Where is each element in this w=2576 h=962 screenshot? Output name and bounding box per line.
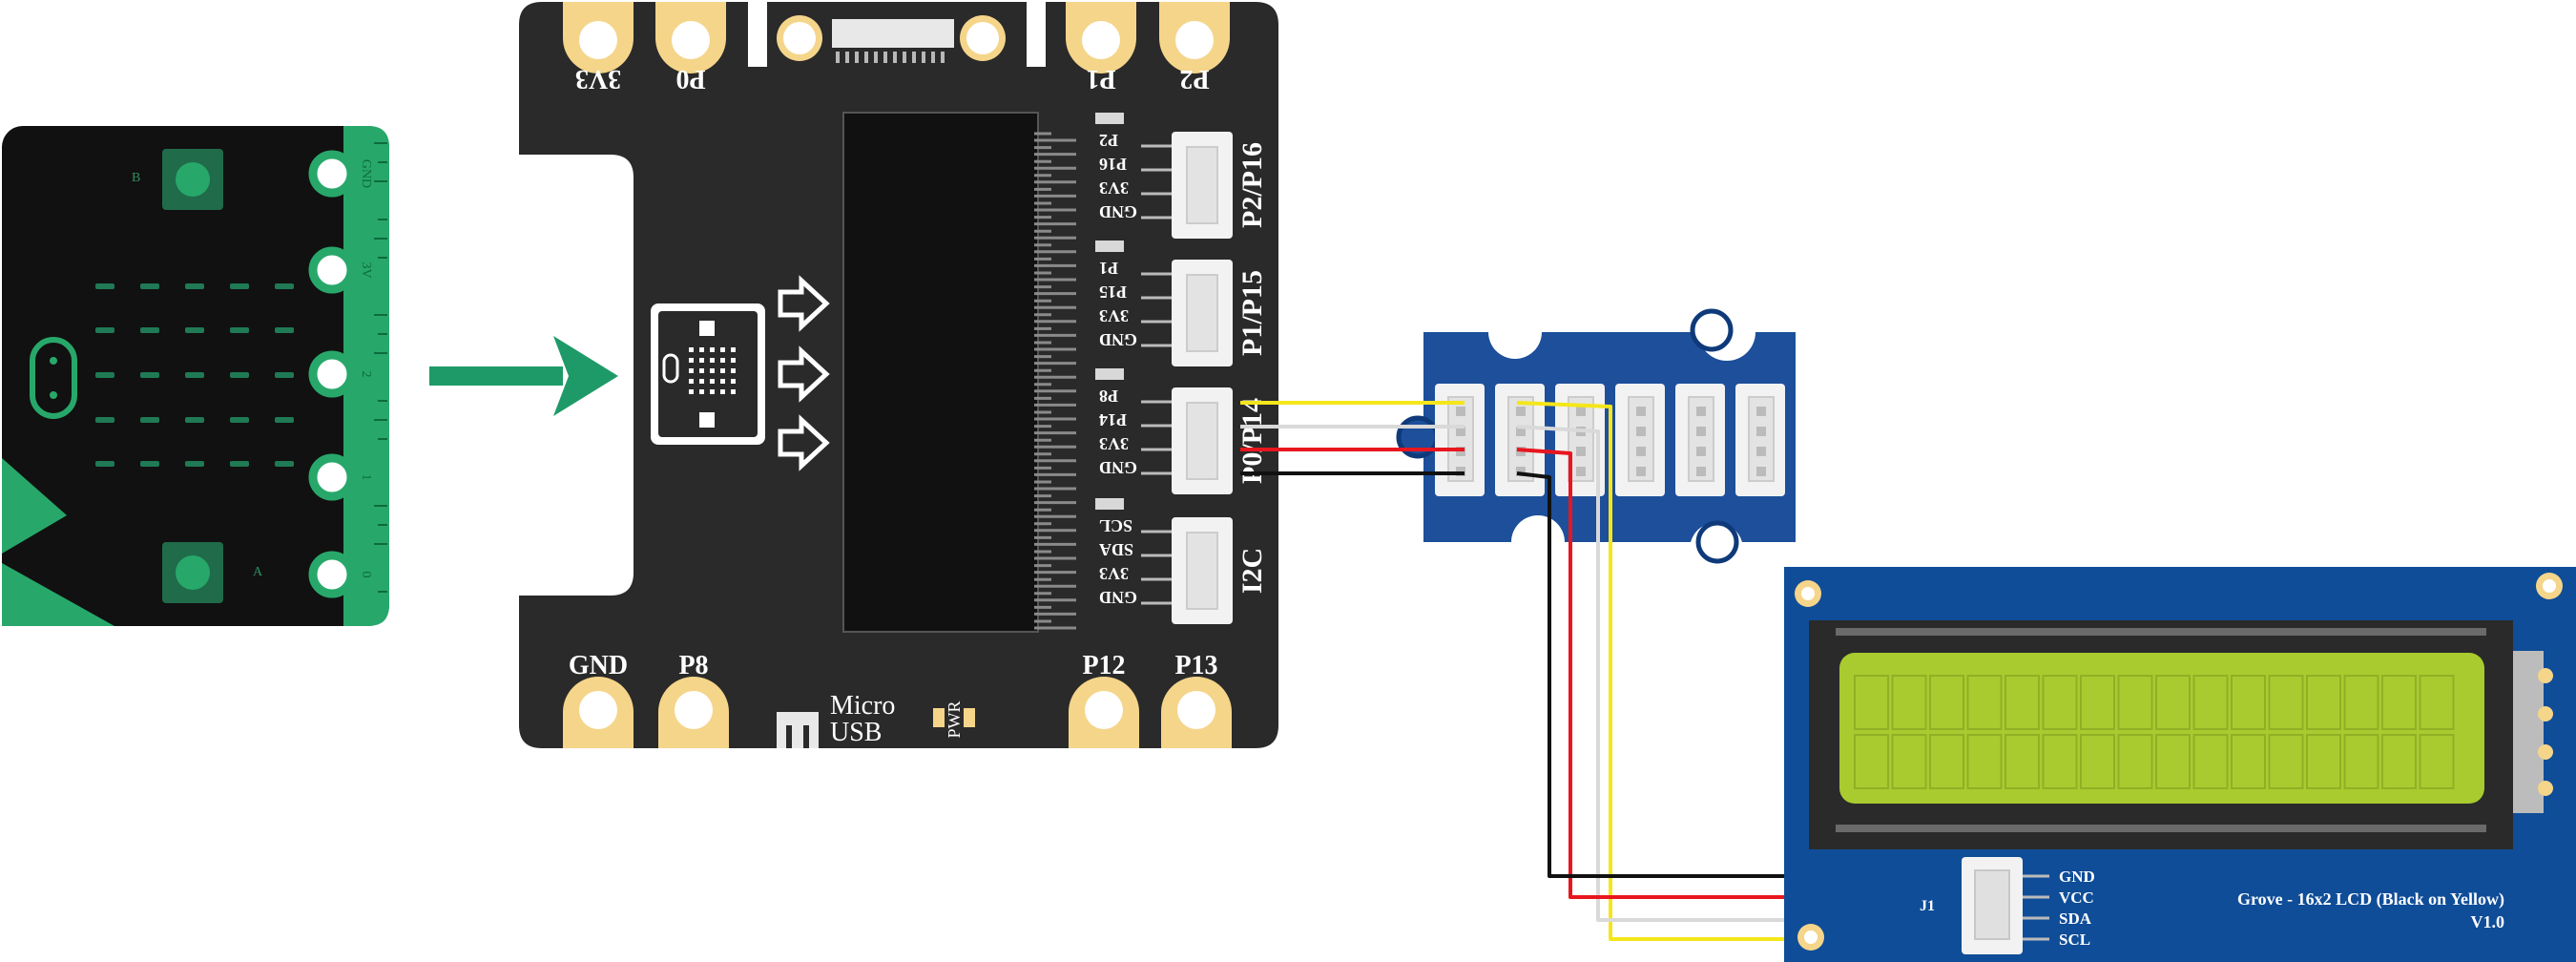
pwr-led: PWR [933,701,975,739]
wire-red-lcd [1516,448,1984,899]
pin-label: P14 [1099,410,1127,429]
svg-text:P13: P13 [1174,651,1217,680]
microbit-outline-icon [651,303,765,445]
pin-label: P8 [1099,387,1118,406]
svg-text:3V3: 3V3 [575,64,621,94]
svg-text:GND: GND [569,651,628,680]
svg-text:A: A [253,565,263,579]
microbit-pad-1: 1 [308,453,373,501]
lcd-version: V1.0 [2471,912,2505,931]
hub-port [1675,384,1725,496]
svg-text:VCC: VCC [2059,889,2094,907]
svg-text:P8: P8 [678,651,708,680]
svg-text:P1: P1 [1086,64,1115,94]
microbit-pad-gnd: GND [308,150,373,198]
edge-connector-slot [842,112,1076,633]
fpc-connector [769,4,1023,67]
hub-port [1495,384,1545,496]
microbit-button-b: B [132,149,223,210]
microbit-led-matrix [95,283,294,467]
pin-label: SCL [1099,516,1132,535]
svg-text:1: 1 [359,474,373,481]
svg-text:SCL: SCL [2059,931,2090,949]
connector-name-label: P2/P16 [1236,142,1268,228]
grove-lcd-module: J1 GND VCC SDA SCL Grove - 16x2 LCD (Black … [1784,567,2576,962]
svg-text:P12: P12 [1082,651,1125,680]
breakout-pad-p2: P2 [1159,2,1230,94]
breakout-board: 3V3 P0 P1 P2 [519,0,1278,748]
microbit-button-a: A [162,542,263,603]
lcd-pin-vcc: VCC [2023,889,2094,907]
pin-label: GND [1099,202,1137,221]
svg-text:2: 2 [359,371,373,378]
microbit-logo [30,337,77,419]
pin-label: GND [1099,588,1137,607]
direction-arrow-icon [778,275,830,471]
pin-label: P16 [1099,155,1127,174]
lcd-title: Grove - 16x2 LCD (Black on Yellow) [2237,889,2504,910]
connector-name-label: P1/P15 [1236,270,1268,356]
pin-label: SDA [1099,540,1133,559]
pin-label: 3V3 [1099,434,1129,453]
insert-arrow-icon [429,336,618,416]
breakout-pad-p1: P1 [1066,2,1136,94]
breakout-pad-p8: P8 [658,651,729,748]
svg-text:PWR: PWR [945,701,964,738]
svg-text:USB: USB [830,718,882,747]
pin-label: P15 [1099,282,1127,302]
svg-text:P2: P2 [1179,64,1209,94]
lcd-pin-scl: SCL [2023,931,2090,949]
breakout-pad-p0: P0 [655,2,726,94]
svg-text:P0: P0 [675,64,705,94]
svg-text:SDA: SDA [2059,910,2092,928]
pin-label: GND [1099,458,1137,477]
pin-label: P1 [1099,259,1118,278]
micro-usb-port: Micro USB [777,691,895,748]
svg-text:0: 0 [359,572,373,578]
connector-name-label: I2C [1236,548,1268,594]
lcd-pin-sda: SDA [2023,910,2092,928]
microbit-pad-2: 2 [308,350,373,398]
svg-text:GND: GND [359,159,373,188]
pin-label: GND [1099,330,1137,349]
pin-label: 3V3 [1099,564,1129,583]
pin-label: P2 [1099,131,1118,150]
svg-text:B: B [132,171,140,185]
breakout-pad-gnd: GND [563,651,634,748]
breakout-pad-p13: P13 [1161,651,1232,748]
hub-port [1615,384,1665,496]
connector-name-label: P0/P14 [1236,398,1268,484]
lcd-j1-connector: J1 [1920,857,2023,954]
svg-text:Micro: Micro [830,691,895,721]
breakout-pad-3v3: 3V3 [563,2,634,94]
wire-black-lcd [1516,471,1984,878]
lcd-pin-gnd: GND [2023,868,2095,886]
pin-label: 3V3 [1099,306,1129,325]
microbit-board: GND 3V 2 1 0 B A [2,126,389,626]
microbit-pad-0: 0 [308,551,373,598]
hub-port [1435,384,1485,496]
pin-label: 3V3 [1099,178,1129,198]
svg-text:GND: GND [2059,868,2095,886]
svg-text:J1: J1 [1920,898,1935,914]
hub-port [1735,384,1785,496]
svg-text:3V: 3V [359,261,373,278]
breakout-pad-p12: P12 [1069,651,1139,748]
microbit-pad-3v: 3V [308,246,373,294]
